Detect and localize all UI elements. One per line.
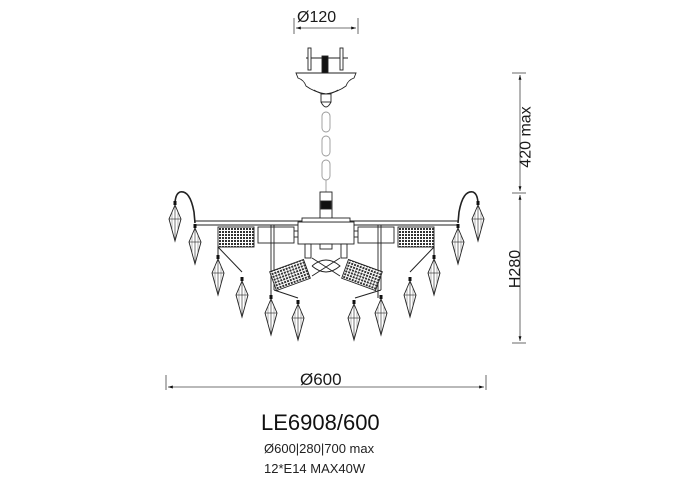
diameter-dimension — [165, 375, 487, 390]
center-stem — [319, 191, 333, 221]
canopy — [295, 47, 357, 108]
grille-shades — [217, 226, 435, 292]
height-dimensions — [512, 72, 526, 344]
model-number: LE6908/600 — [261, 410, 380, 435]
chain — [321, 111, 331, 192]
canopy-dimension — [293, 18, 359, 34]
chain-height-label: 420 max — [517, 106, 535, 168]
size-spec: Ø600|280|700 max — [264, 441, 375, 456]
arms — [174, 191, 479, 299]
body-height-label: H280 — [507, 249, 525, 289]
overall-diameter-label: Ø600 — [300, 370, 342, 389]
canopy-diameter-label: Ø120 — [297, 9, 337, 26]
lamp-spec: 12*E14 MAX40W — [264, 461, 366, 476]
frame — [195, 217, 458, 290]
